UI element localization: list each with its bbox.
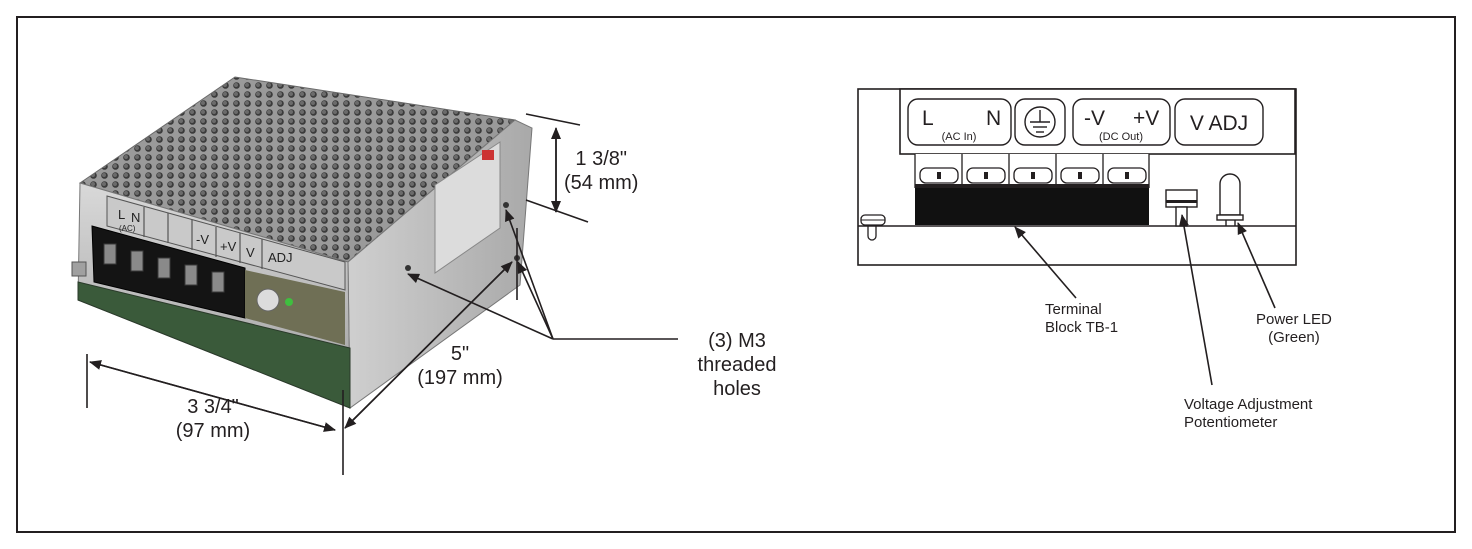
header-neg: -V bbox=[1084, 107, 1105, 130]
header-l: L bbox=[922, 107, 934, 130]
power-led-icon bbox=[1219, 173, 1241, 216]
schematic-header-text: L N (AC In) -V +V (DC Out) V ADJ bbox=[922, 107, 1248, 143]
width-metric: (97 mm) bbox=[175, 420, 251, 442]
strip-pos: +V bbox=[220, 239, 237, 254]
terminal-line-1: Terminal bbox=[1045, 301, 1102, 318]
header-vadj: V ADJ bbox=[1190, 112, 1248, 135]
power-supply-photo bbox=[71, 76, 533, 409]
potentiometer-icon bbox=[1165, 189, 1198, 208]
ac-in-box bbox=[907, 98, 1012, 146]
vadj-box bbox=[1174, 98, 1264, 146]
terminal-block-callout: Terminal Block TB-1 bbox=[1045, 301, 1118, 337]
voltage-adjust-callout: Voltage Adjustment Potentiometer bbox=[1184, 396, 1312, 432]
terminal-line-2: Block TB-1 bbox=[1045, 319, 1119, 336]
terminal-label-strip bbox=[106, 195, 346, 291]
strip-ac: (AC) bbox=[119, 224, 136, 233]
header-dc-out: (DC Out) bbox=[1099, 131, 1143, 143]
length-metric: (197 mm) bbox=[417, 367, 503, 389]
length-imperial: 5" bbox=[450, 343, 470, 365]
spec-label bbox=[434, 141, 501, 274]
outer-border bbox=[16, 16, 1456, 533]
power-led-callout: Power LED (Green) bbox=[1256, 311, 1332, 347]
terminal-screws-photo bbox=[103, 243, 225, 293]
holes-line-1: (3) M3 bbox=[708, 330, 766, 352]
voltage-line-1: Voltage Adjustment bbox=[1184, 396, 1313, 413]
holes-line-3: holes bbox=[713, 378, 761, 400]
schematic-leaders bbox=[1014, 214, 1276, 386]
height-metric: (54 mm) bbox=[564, 172, 639, 194]
threaded-holes-label: (3) M3 threaded holes bbox=[672, 329, 802, 401]
label-panel bbox=[899, 88, 1296, 155]
led-line-2: (Green) bbox=[1268, 329, 1320, 346]
photo-dimension-lines bbox=[86, 113, 678, 475]
ground-box bbox=[1014, 98, 1066, 146]
width-dimension-label: 3 3/4" (97 mm) bbox=[158, 395, 268, 443]
header-pos: +V bbox=[1133, 107, 1159, 130]
height-imperial: 1 3/8" bbox=[575, 148, 628, 170]
led-photo bbox=[285, 298, 293, 306]
ground-symbol-icon bbox=[1024, 106, 1056, 138]
led-line-1: Power LED bbox=[1256, 311, 1332, 328]
strip-n: N bbox=[131, 210, 140, 225]
strip-neg: -V bbox=[196, 232, 209, 247]
length-dimension-label: 5" (197 mm) bbox=[405, 342, 515, 390]
circuit-board bbox=[77, 281, 351, 409]
header-ac-in: (AC In) bbox=[942, 131, 977, 143]
header-n: N bbox=[986, 107, 1001, 130]
width-imperial: 3 3/4" bbox=[187, 396, 239, 418]
strip-v: V bbox=[246, 245, 255, 260]
dc-out-box bbox=[1072, 98, 1171, 146]
front-panel-schematic bbox=[857, 88, 1297, 266]
height-dimension-label: 1 3/8" (54 mm) bbox=[564, 147, 638, 195]
potentiometer-photo bbox=[256, 288, 280, 312]
strip-adj: ADJ bbox=[268, 250, 293, 265]
voltage-line-2: Potentiometer bbox=[1184, 414, 1278, 431]
holes-line-2: threaded bbox=[697, 354, 777, 376]
strip-l: L bbox=[118, 207, 125, 222]
photo-label-strip-text: L N (AC) -V +V V ADJ bbox=[118, 207, 293, 265]
